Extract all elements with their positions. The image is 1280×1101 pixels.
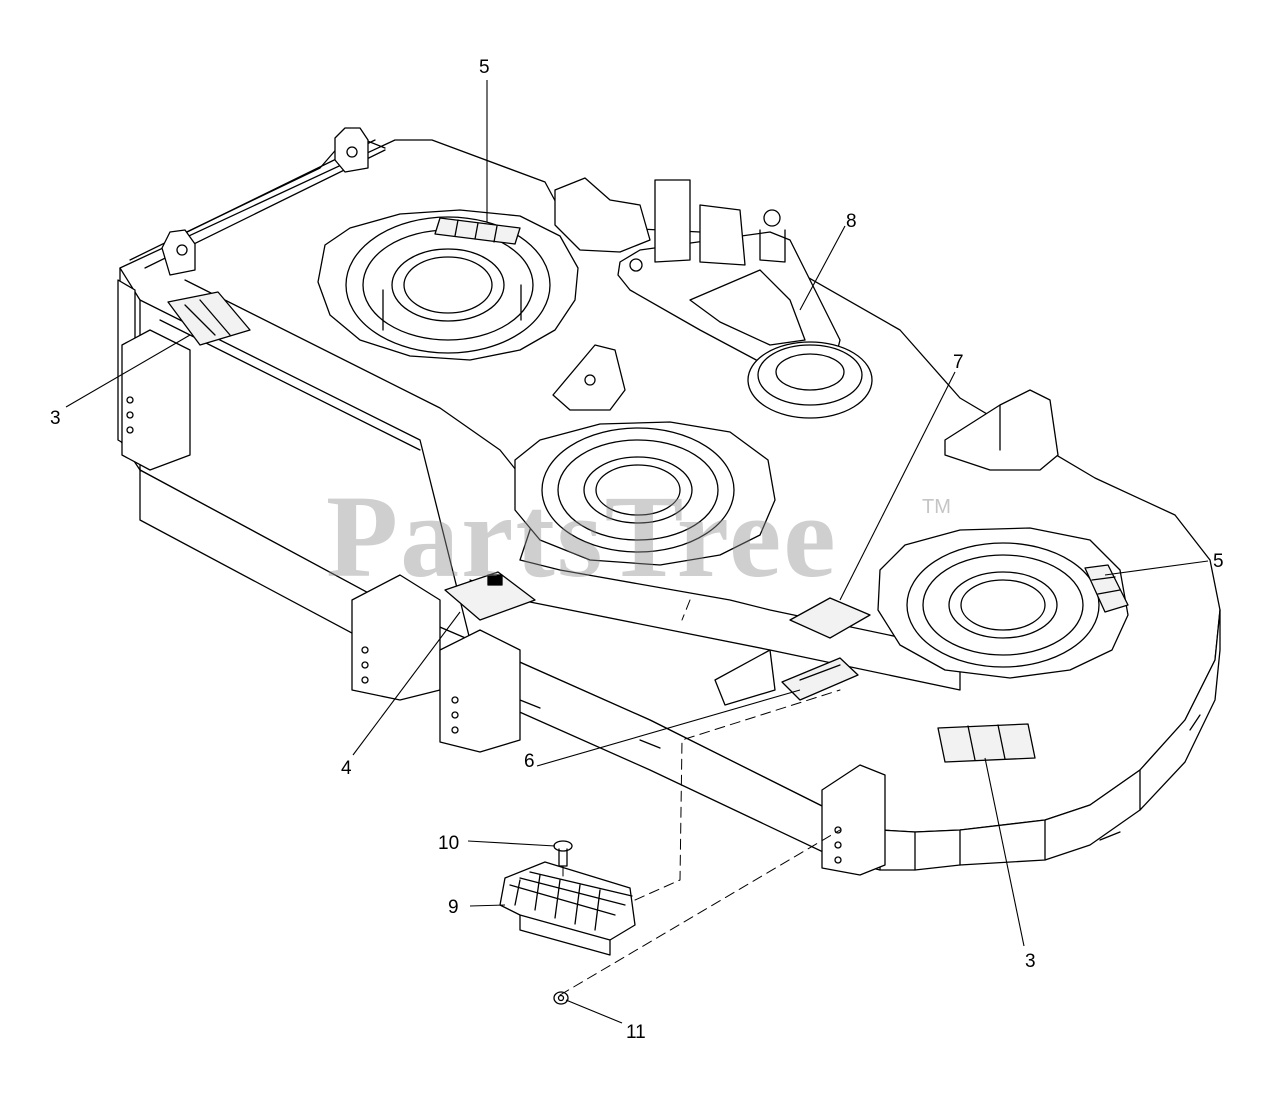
callout-7: 7 [953, 352, 964, 373]
leader-lines [65, 80, 1209, 1024]
right-spindle-plate [877, 527, 1129, 679]
foot-step-9 [499, 861, 636, 956]
right-rear-bracket [944, 389, 1059, 471]
front-hanger-brackets [121, 329, 886, 876]
decal-3-left [167, 291, 251, 346]
callout-6: 6 [524, 751, 535, 772]
callout-8: 8 [846, 211, 857, 232]
decal-6 [781, 657, 859, 701]
decal-7 [789, 597, 871, 639]
callout-9: 9 [448, 897, 459, 918]
idler-arm-assembly [554, 177, 873, 419]
center-bracket [552, 344, 626, 411]
callout-5-right: 5 [1213, 551, 1224, 572]
partstree-watermark: PartsTree [326, 471, 838, 602]
callout-5-top: 5 [479, 57, 490, 78]
callout-10: 10 [438, 833, 460, 854]
callout-4: 4 [341, 758, 352, 779]
center-spindle-plate [514, 421, 776, 566]
assembly-lines [559, 599, 841, 996]
decal-3-bottom [937, 723, 1036, 763]
trademark-symbol: TM [922, 496, 951, 518]
callout-3-bottom: 3 [1025, 951, 1036, 972]
callout-3-left: 3 [50, 408, 61, 429]
bolt-10 [553, 840, 573, 867]
callout-11: 11 [626, 1022, 646, 1043]
decal-5-top [434, 217, 521, 245]
decal-4 [444, 571, 536, 621]
decal-5-right [1084, 564, 1129, 613]
nut-11 [553, 991, 569, 1005]
left-spindle-plate [317, 209, 579, 361]
